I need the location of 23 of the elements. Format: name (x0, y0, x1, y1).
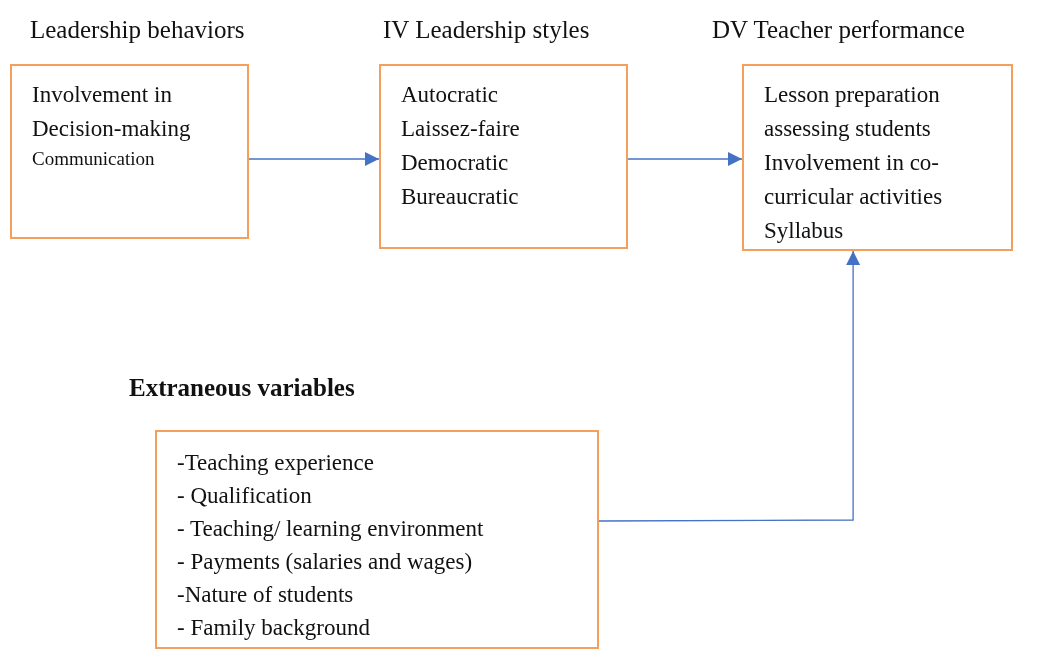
arrow (598, 250, 861, 522)
variable-item: - Payments (salaries and wages) (177, 548, 474, 576)
variable-item: Syllabus (764, 217, 845, 245)
variable-item: Democratic (401, 149, 510, 177)
variable-item: -Teaching experience (177, 449, 375, 477)
column-heading: Extraneous variables (129, 374, 355, 402)
variable-item: assessing students (764, 115, 932, 143)
variable-item: -Nature of students (177, 581, 355, 609)
column-heading: IV Leadership styles (383, 16, 590, 44)
arrow (627, 152, 743, 166)
variable-item: Involvement in Decision-making (32, 81, 192, 143)
variable-item: Laissez-faire (401, 115, 521, 143)
variable-item: - Teaching/ learning environment (177, 515, 485, 543)
variable-item: Autocratic (401, 81, 500, 109)
variable-item: Bureaucratic (401, 183, 520, 211)
variable-item: - Qualification (177, 482, 313, 510)
variable-item: - Family background (177, 614, 371, 642)
variable-item: Communication (32, 147, 156, 171)
variable-item: Involvement in co-curricular activities (764, 149, 944, 211)
variable-item: Lesson preparation (764, 81, 941, 109)
arrow (248, 152, 380, 166)
column-heading: DV Teacher performance (712, 16, 965, 44)
column-heading: Leadership behaviors (30, 16, 245, 44)
